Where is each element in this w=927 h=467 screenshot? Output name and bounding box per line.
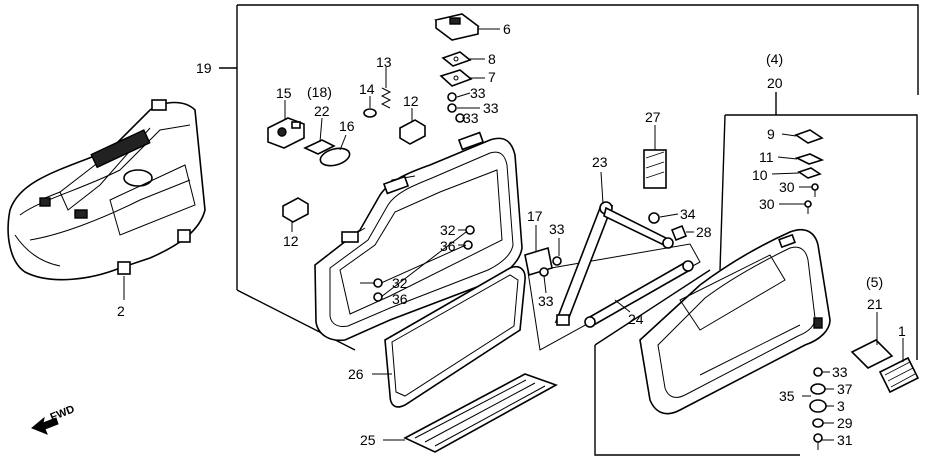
part-31 (813, 433, 823, 450)
callout-3: 3 (837, 398, 845, 414)
callout-17: 17 (527, 208, 543, 224)
part-8 (441, 51, 472, 67)
door-assembly-frame-top (594, 269, 711, 346)
part-33e (539, 267, 549, 277)
seal-plate-frame (527, 243, 701, 351)
leader-lines (284, 28, 904, 441)
callout-6: 6 (503, 21, 511, 37)
callout-4: (4) (766, 51, 783, 67)
part-33d (552, 256, 562, 266)
callout-36: 36 (440, 238, 456, 254)
part-28 (670, 224, 688, 242)
callout-11: 11 (759, 149, 774, 165)
callout-12: 12 (403, 93, 419, 109)
part-7 (439, 69, 473, 87)
callout-33: 33 (470, 85, 486, 101)
callout-33: 33 (832, 364, 848, 380)
callout-8: 8 (488, 51, 496, 67)
door-assembly-frame (594, 345, 800, 456)
callout-24: 24 (628, 311, 644, 327)
part-33b (447, 103, 457, 113)
part-15 (267, 117, 305, 149)
part-21 (850, 339, 894, 369)
part-1-lock (878, 356, 920, 394)
assembly-20-frame-left (719, 114, 726, 271)
part-32b (373, 278, 383, 288)
callout-33: 33 (463, 110, 479, 126)
callout-29: 29 (837, 415, 853, 431)
callout-35: 35 (779, 388, 795, 404)
fwd-label: FWD (49, 403, 77, 424)
part-14 (363, 108, 377, 118)
saddlebag-closed (7, 99, 206, 281)
part-36b (373, 292, 383, 302)
assembly-20-frame (725, 114, 918, 360)
part-3 (809, 399, 827, 413)
callout-34: 34 (680, 206, 696, 222)
callout-14: 14 (359, 81, 375, 97)
callout-23: 23 (592, 154, 608, 170)
callout-7: 7 (488, 69, 496, 85)
callout-13: 13 (376, 54, 392, 70)
callout-10: 10 (752, 167, 768, 183)
callout-19: 19 (196, 60, 212, 76)
part-37 (810, 383, 826, 395)
callout-20: 20 (767, 75, 783, 91)
part-23-stay (554, 201, 674, 326)
part-32a (465, 225, 475, 235)
part-22 (303, 139, 336, 155)
callout-32: 32 (440, 222, 456, 238)
callout-16: 16 (339, 118, 355, 134)
part-30b (804, 200, 812, 214)
callout-12: 12 (283, 233, 299, 249)
part-27-label (643, 149, 667, 189)
part-6 (434, 13, 480, 41)
assembly-19-frame (237, 4, 919, 95)
part-26-liner (384, 265, 526, 408)
saddlebag-lid (639, 228, 831, 415)
callout-28: 28 (696, 224, 712, 240)
forward-arrow-icon (31, 416, 59, 435)
part-29 (812, 418, 824, 428)
callout-labels: 6 8 7 33 33 33 19 (18) 15 22 13 14 12 16… (117, 21, 906, 448)
callout-21: 21 (867, 296, 883, 312)
callout-30: 30 (759, 196, 775, 212)
callout-15: 15 (276, 85, 292, 101)
part-33a (447, 92, 457, 102)
callout-33: 33 (483, 100, 499, 116)
callout-25: 25 (360, 432, 376, 448)
callout-2: 2 (117, 303, 125, 319)
callout-26: 26 (348, 366, 364, 382)
part-10 (797, 167, 822, 179)
callout-22: 22 (314, 103, 330, 119)
part-12b (282, 197, 309, 223)
part-9 (794, 129, 824, 144)
part-25-mat (403, 373, 558, 453)
part-24-rod (584, 260, 694, 328)
callout-32: 32 (392, 275, 408, 291)
callout-1: 1 (898, 323, 906, 339)
callout-33: 33 (549, 221, 565, 237)
part-13 (380, 87, 392, 109)
part-11 (794, 153, 825, 165)
callout-33: 33 (538, 293, 554, 309)
saddlebag-inner-case (314, 131, 523, 342)
part-12a (399, 119, 426, 145)
part-30a (811, 183, 819, 197)
callout-37: 37 (837, 381, 853, 397)
part-33f (813, 367, 823, 377)
callout-36: 36 (392, 291, 408, 307)
callout-31: 31 (837, 432, 853, 448)
callout-27: 27 (645, 109, 661, 125)
callout-30: 30 (779, 179, 795, 195)
callout-9: 9 (767, 126, 775, 142)
callout-5: (5) (866, 274, 883, 290)
part-34 (648, 212, 660, 224)
callout-18: (18) (307, 84, 332, 100)
part-16 (319, 147, 351, 167)
